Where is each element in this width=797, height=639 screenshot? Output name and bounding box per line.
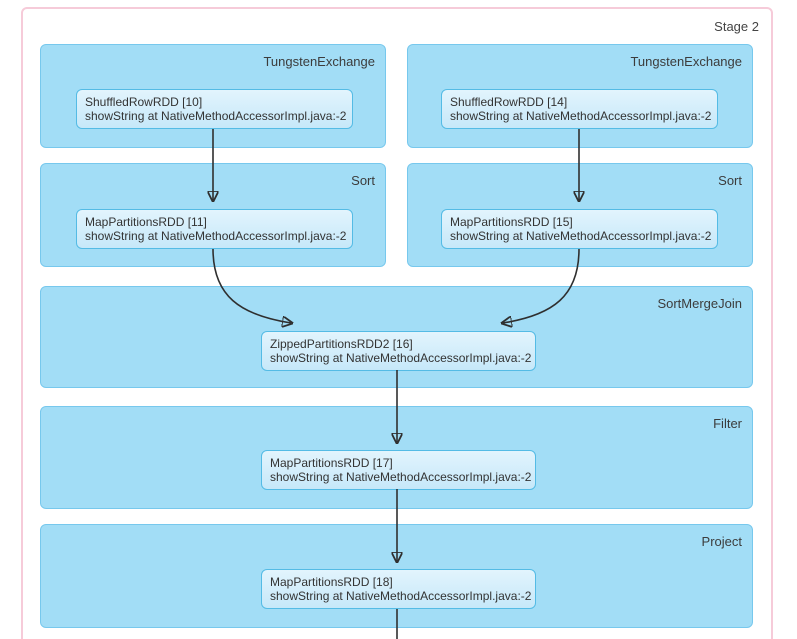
rdd-callsite: showString at NativeMethodAccessorImpl.j… <box>450 109 712 123</box>
cluster-op-label: TungstenExchange <box>630 54 742 69</box>
rdd-node-shuffledrowrdd-14[interactable]: ShuffledRowRDD [14] showString at Native… <box>441 89 718 129</box>
rdd-callsite: showString at NativeMethodAccessorImpl.j… <box>270 589 532 603</box>
rdd-callsite: showString at NativeMethodAccessorImpl.j… <box>450 229 712 243</box>
rdd-callsite: showString at NativeMethodAccessorImpl.j… <box>270 351 532 365</box>
rdd-node-zippedpartitionsrdd2-16[interactable]: ZippedPartitionsRDD2 [16] showString at … <box>261 331 536 371</box>
cluster-op-label: Project <box>701 534 742 549</box>
cluster-filter: Filter MapPartitionsRDD [17] showString … <box>40 406 753 509</box>
rdd-callsite: showString at NativeMethodAccessorImpl.j… <box>85 109 347 123</box>
rdd-callsite: showString at NativeMethodAccessorImpl.j… <box>85 229 347 243</box>
stage-label: Stage 2 <box>714 19 759 34</box>
rdd-callsite: showString at NativeMethodAccessorImpl.j… <box>270 470 532 484</box>
rdd-title: ShuffledRowRDD [10] <box>85 95 203 109</box>
rdd-title: MapPartitionsRDD [15] <box>450 215 573 229</box>
cluster-op-label: Filter <box>713 416 742 431</box>
rdd-node-mappartitionsrdd-11[interactable]: MapPartitionsRDD [11] showString at Nati… <box>76 209 353 249</box>
rdd-node-mappartitionsrdd-15[interactable]: MapPartitionsRDD [15] showString at Nati… <box>441 209 718 249</box>
cluster-op-label: SortMergeJoin <box>657 296 742 311</box>
rdd-title: MapPartitionsRDD [18] <box>270 575 393 589</box>
cluster-sort-left: Sort MapPartitionsRDD [11] showString at… <box>40 163 386 267</box>
cluster-op-label: TungstenExchange <box>263 54 375 69</box>
rdd-node-mappartitionsrdd-18[interactable]: MapPartitionsRDD [18] showString at Nati… <box>261 569 536 609</box>
rdd-node-shuffledrowrdd-10[interactable]: ShuffledRowRDD [10] showString at Native… <box>76 89 353 129</box>
rdd-title: MapPartitionsRDD [17] <box>270 456 393 470</box>
rdd-node-mappartitionsrdd-17[interactable]: MapPartitionsRDD [17] showString at Nati… <box>261 450 536 490</box>
cluster-tungsten-exchange-left: TungstenExchange ShuffledRowRDD [10] sho… <box>40 44 386 148</box>
rdd-title: MapPartitionsRDD [11] <box>85 215 207 229</box>
cluster-op-label: Sort <box>718 173 742 188</box>
cluster-tungsten-exchange-right: TungstenExchange ShuffledRowRDD [14] sho… <box>407 44 753 148</box>
cluster-sort-right: Sort MapPartitionsRDD [15] showString at… <box>407 163 753 267</box>
rdd-title: ShuffledRowRDD [14] <box>450 95 568 109</box>
cluster-project: Project MapPartitionsRDD [18] showString… <box>40 524 753 628</box>
rdd-title: ZippedPartitionsRDD2 [16] <box>270 337 413 351</box>
cluster-op-label: Sort <box>351 173 375 188</box>
cluster-sortmergejoin: SortMergeJoin ZippedPartitionsRDD2 [16] … <box>40 286 753 388</box>
